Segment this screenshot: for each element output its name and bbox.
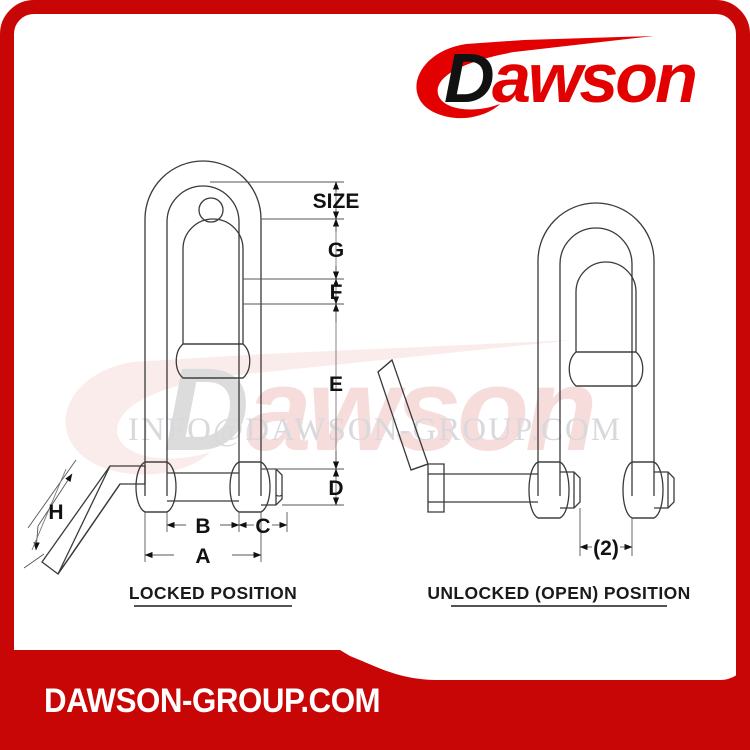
dimension-label-2: (2) bbox=[593, 537, 619, 560]
dimension-label-e: E bbox=[329, 373, 343, 396]
dimension-label-size: SIZE bbox=[313, 190, 360, 213]
shackle-technical-drawing: SIZE G F E D B C A bbox=[23, 160, 690, 607]
dimension-label-f: F bbox=[330, 281, 343, 304]
footer-url: DAWSON-GROUP.COM bbox=[44, 682, 381, 720]
unlocked-dimension-2 bbox=[579, 508, 633, 556]
locked-position-caption: LOCKED POSITION bbox=[129, 583, 297, 603]
locked-position-figure bbox=[41, 160, 283, 575]
logo-letter-d: D bbox=[444, 39, 493, 117]
unlocked-position-caption: UNLOCKED (OPEN) POSITION bbox=[427, 583, 690, 603]
drawing-canvas: D awson INFO@DAWSON-GROUP.COM bbox=[14, 14, 736, 736]
dimension-label-d: D bbox=[328, 477, 343, 500]
dimension-label-g: G bbox=[328, 239, 344, 262]
dawson-logo: D awson bbox=[416, 36, 698, 119]
dimension-label-h: H bbox=[48, 501, 63, 524]
swoosh-icon bbox=[416, 36, 654, 119]
logo-letter-rest: awson bbox=[492, 39, 695, 117]
unlocked-position-figure bbox=[377, 202, 675, 519]
dimension-label-a: A bbox=[195, 545, 210, 568]
dimension-label-c: C bbox=[255, 515, 270, 538]
dimension-label-b: B bbox=[195, 515, 210, 538]
locked-horizontal-dimensions bbox=[144, 512, 288, 562]
footer-bar bbox=[0, 650, 750, 750]
